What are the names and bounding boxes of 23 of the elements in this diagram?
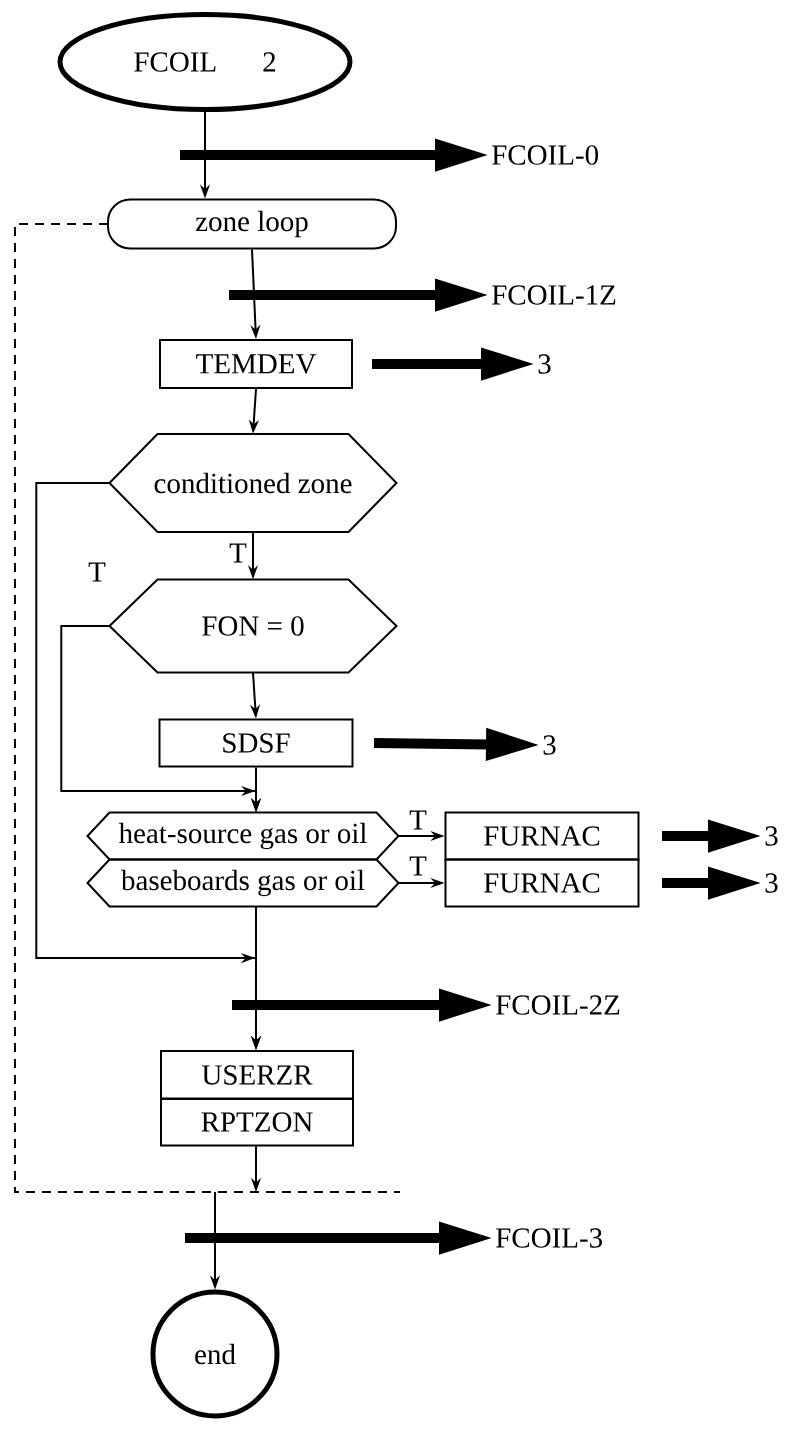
label-text: FCOIL-2Z [496,995,620,1015]
label-text: 3 [765,826,778,846]
label-text: 3 [538,354,551,374]
decision-hexagon: conditioned zone [108,433,398,533]
process-box: TEMDEV [159,339,353,389]
decision-hexagon: FON = 0 [108,578,398,674]
label-text: FCOIL-1Z [492,285,616,305]
label-text: FCOIL-3 [496,1228,602,1248]
edge-label: T [408,809,428,831]
process-box: FURNAC [444,811,640,861]
process-box: RPTZON [160,1097,354,1147]
edge-label: T [87,561,107,583]
loop-box: zone loop [107,198,397,250]
label-text: FCOIL-0 [492,145,599,165]
process-box: USERZR [160,1050,354,1100]
label-text: 3 [765,873,778,893]
decision-hexagon: heat-source gas or oil [86,811,400,861]
process-box: SDSF [158,718,354,768]
label-text: 3 [543,735,556,755]
edge-label: T [228,542,248,564]
edge-label: T [408,855,428,877]
process-box: FURNAC [444,858,640,908]
decision-hexagon: baseboards gas or oil [86,858,400,908]
